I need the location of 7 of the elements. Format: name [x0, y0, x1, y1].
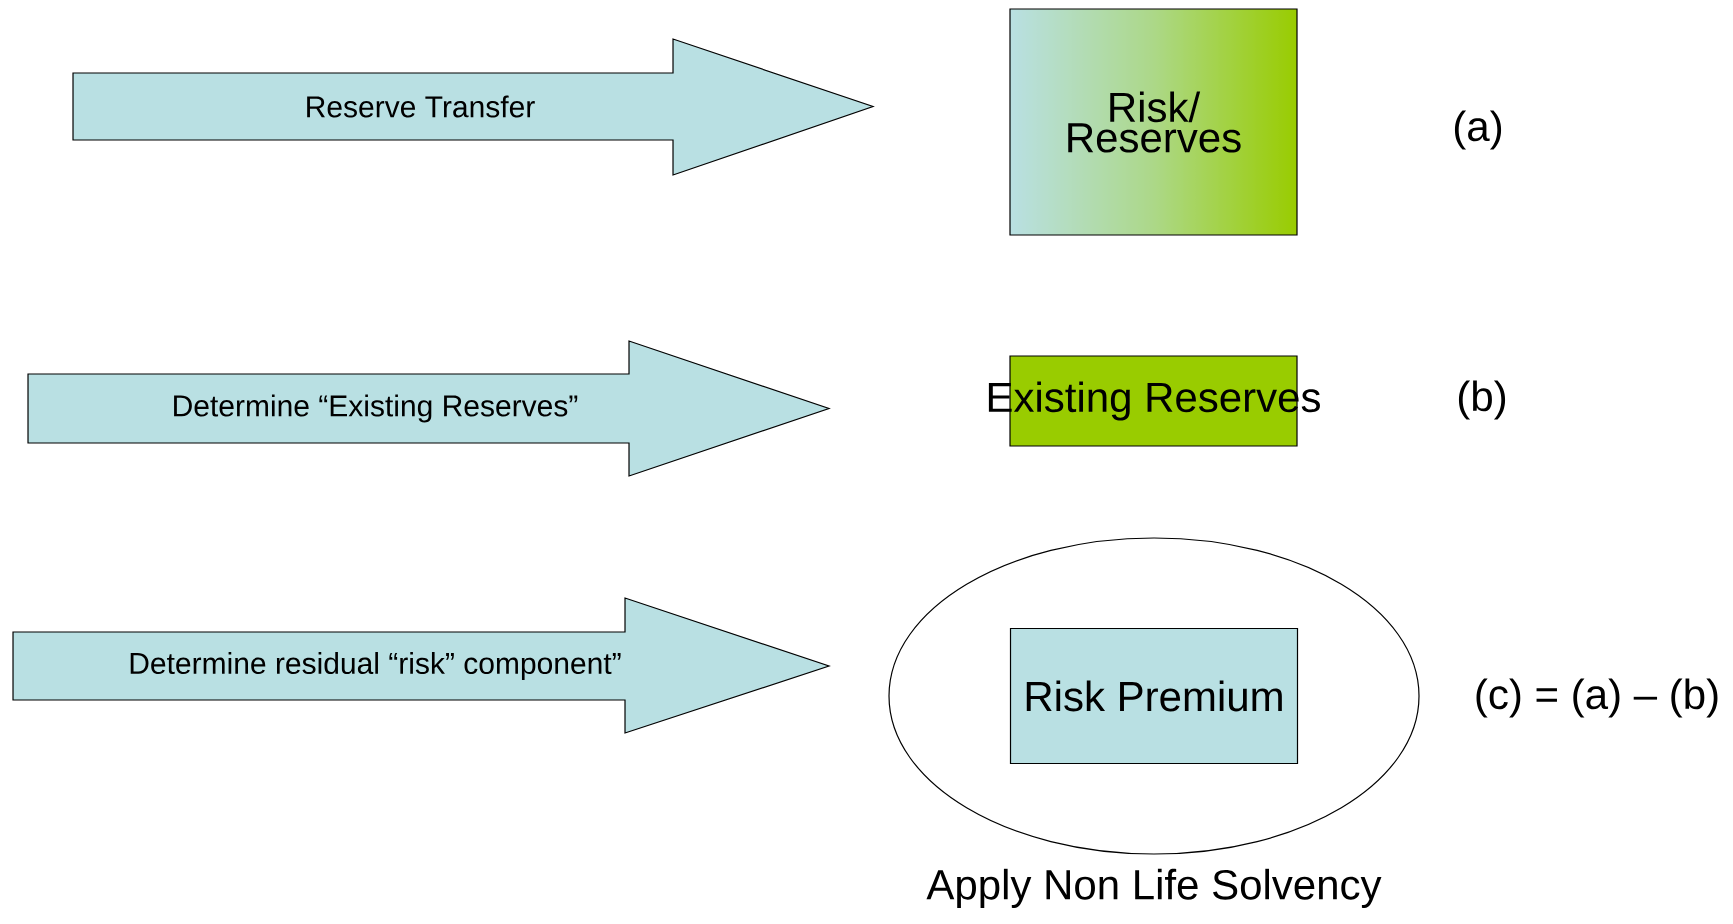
process-box: Risk Premium: [1009, 627, 1299, 765]
process-box: Risk/ Reserves: [1009, 8, 1298, 236]
label: (a): [1454, 110, 1502, 150]
label: (c) = (a) – (b): [1476, 678, 1718, 718]
node-label: Apply Non Life Solvency: [926, 868, 1382, 908]
label: (b): [1458, 380, 1506, 420]
ellipse: [888, 537, 1420, 855]
